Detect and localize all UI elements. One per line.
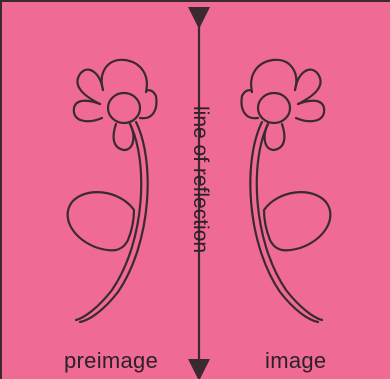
image-label: image: [265, 348, 326, 374]
image-petal-lower-left: [296, 101, 324, 121]
image-flower-center: [258, 93, 290, 123]
preimage-stem-outer: [76, 124, 141, 320]
image-leaf: [264, 192, 330, 250]
image-flower: [242, 60, 331, 322]
preimage-petal-top: [102, 60, 147, 92]
preimage-label: preimage: [64, 348, 158, 374]
image-petal-right: [242, 90, 258, 118]
preimage-petal-bottom: [114, 124, 134, 150]
line-of-reflection-label: line of reflection: [188, 106, 212, 253]
preimage-flower-center: [108, 93, 140, 123]
image-stem-outer: [257, 124, 322, 320]
image-petal-top: [251, 60, 296, 92]
preimage-petal-left: [77, 70, 103, 104]
preimage-flower: [68, 60, 157, 322]
image-petal-left: [295, 70, 321, 104]
image-petal-bottom: [265, 124, 285, 150]
preimage-petal-lower-left: [74, 101, 102, 121]
preimage-leaf: [68, 192, 134, 250]
preimage-petal-right: [140, 90, 156, 118]
